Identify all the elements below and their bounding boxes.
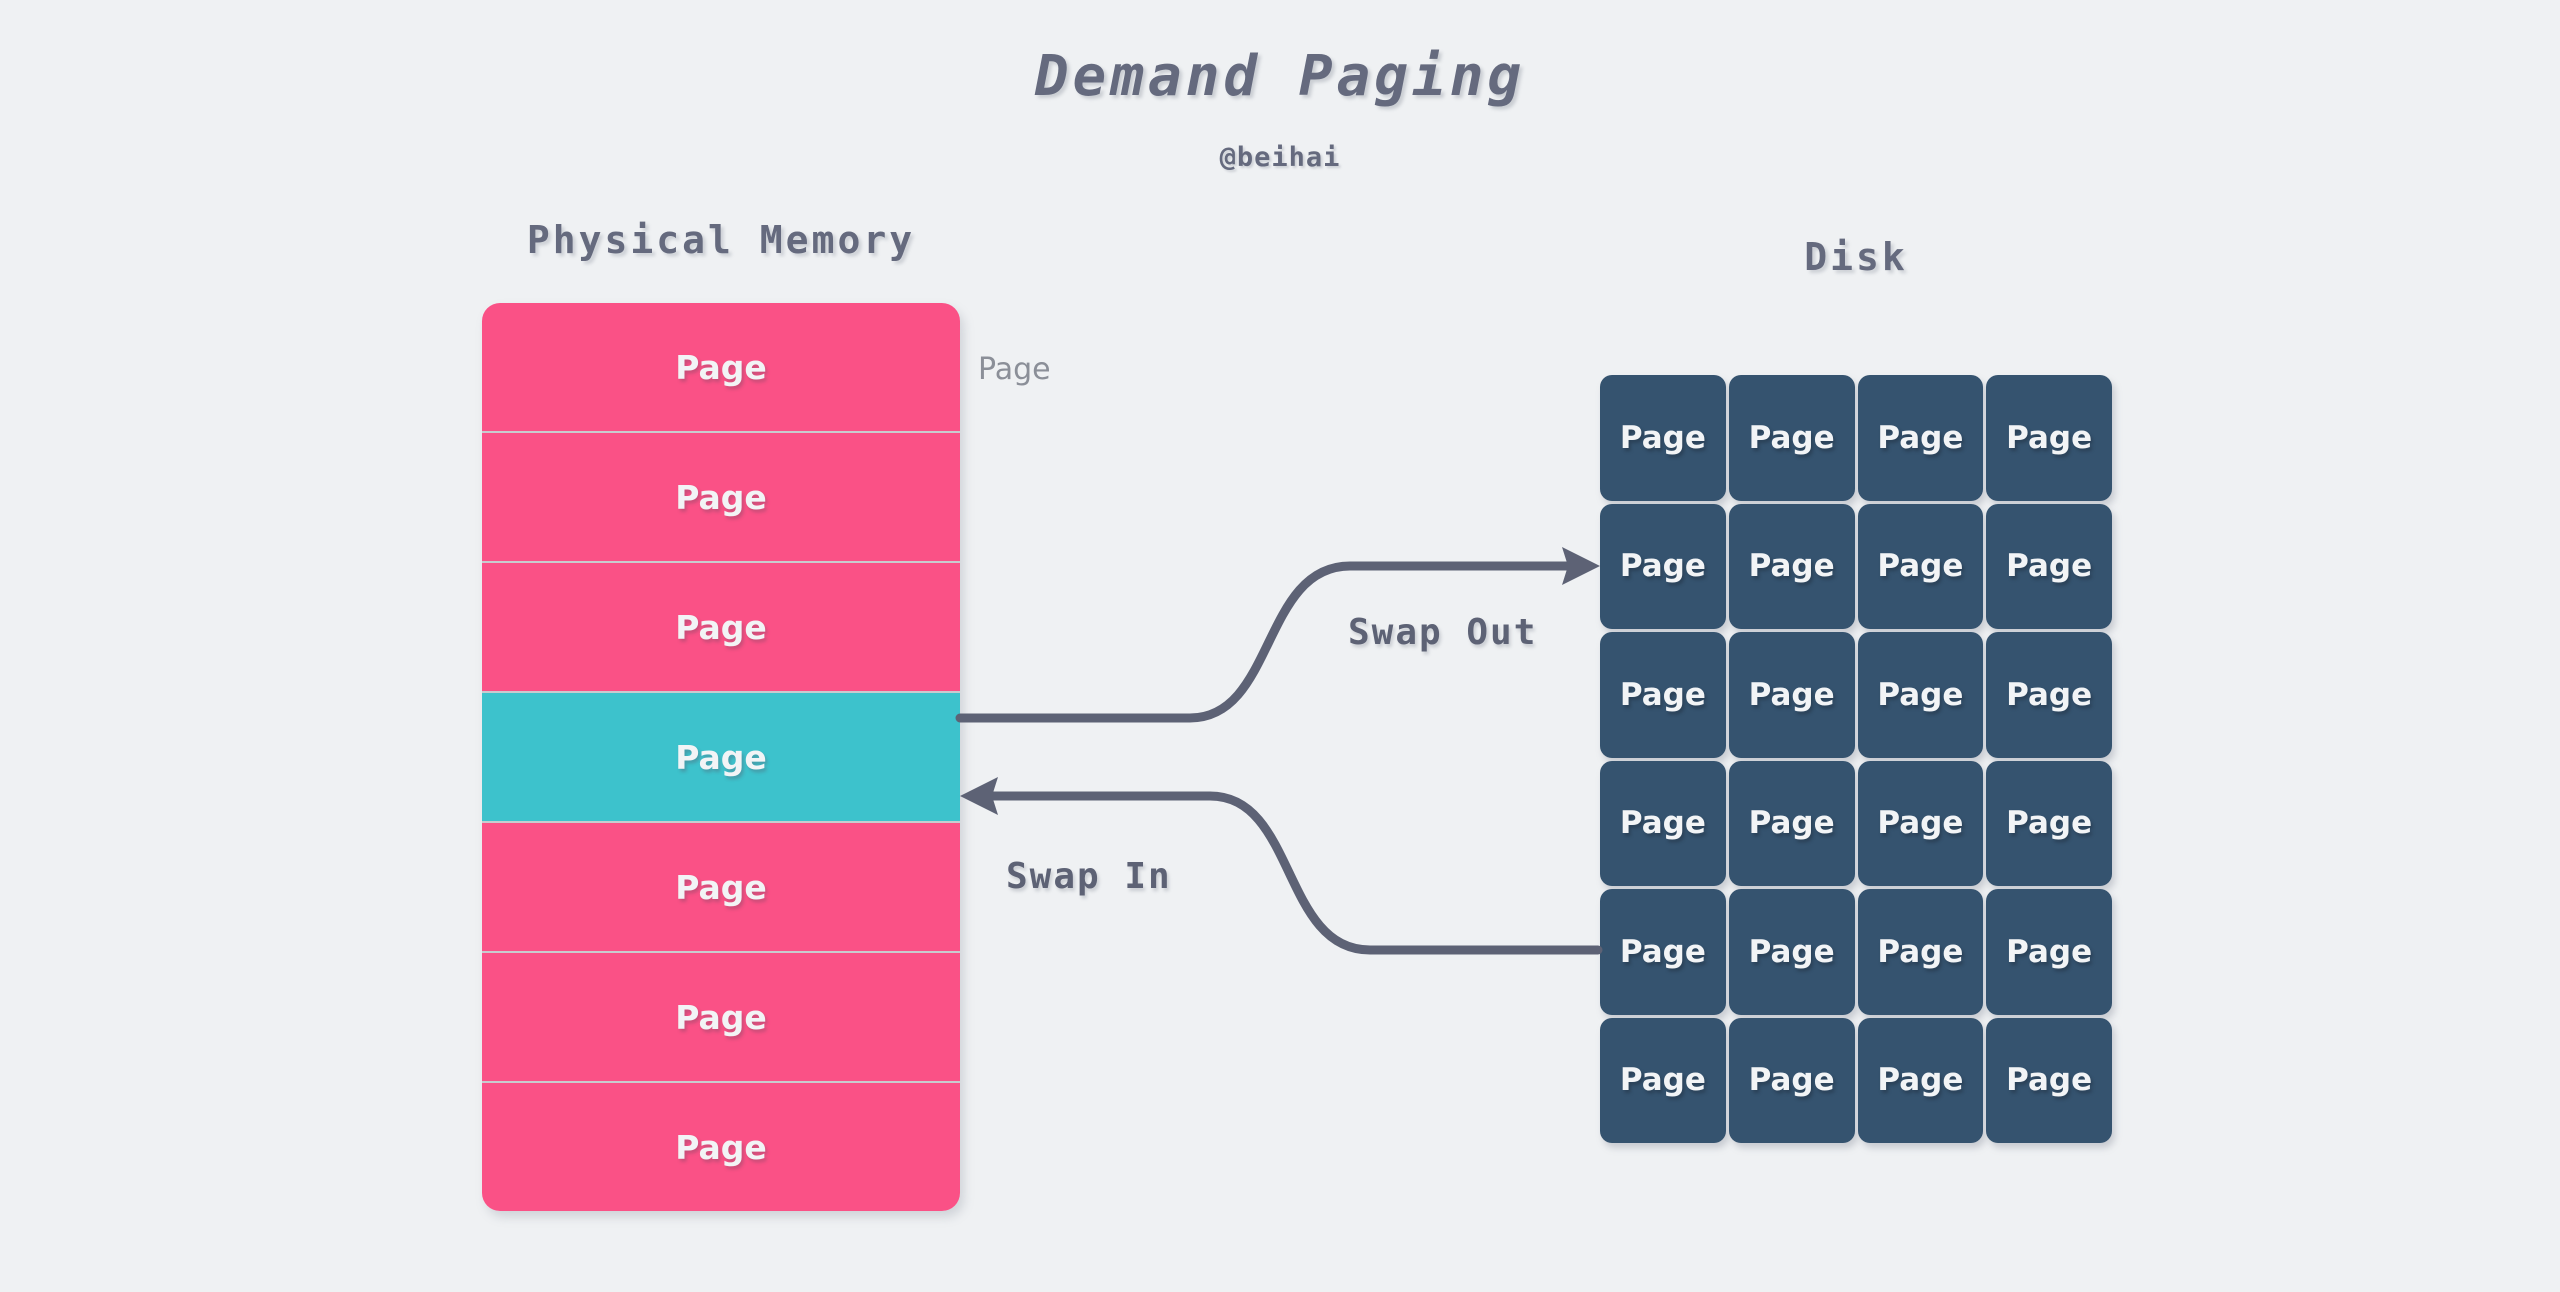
disk-cell-label: Page xyxy=(1877,548,1964,585)
disk-cell-label: Page xyxy=(1748,933,1835,970)
disk-grid: Page Page Page Page Page Page Page Page … xyxy=(1600,375,2112,1143)
swap-out-arrowhead xyxy=(1562,547,1600,585)
memory-row[interactable]: Page xyxy=(482,563,960,693)
disk-cell-label: Page xyxy=(1619,1062,1706,1099)
memory-row-label: Page xyxy=(675,477,767,517)
disk-cell[interactable]: Page xyxy=(1986,889,2112,1015)
disk-cell[interactable]: Page xyxy=(1986,760,2112,886)
disk-cell-label: Page xyxy=(2006,805,2093,842)
disk-cell-label: Page xyxy=(1748,805,1835,842)
disk-cell-label: Page xyxy=(1619,676,1706,713)
memory-row[interactable]: Page xyxy=(482,303,960,433)
physical-memory-block: Page Page Page Page Page Page Page xyxy=(482,303,960,1211)
disk-cell[interactable]: Page xyxy=(1986,375,2112,501)
memory-row[interactable]: Page xyxy=(482,1083,960,1211)
disk-cell[interactable]: Page xyxy=(1857,375,1984,501)
memory-row-label: Page xyxy=(675,347,767,387)
swap-in-arrowhead xyxy=(960,777,998,815)
disk-cell[interactable]: Page xyxy=(1728,375,1855,501)
disk-cell-label: Page xyxy=(1748,676,1835,713)
memory-row-selected[interactable]: Page xyxy=(482,693,960,823)
disk-cell[interactable]: Page xyxy=(1600,375,1726,501)
disk-cell-label: Page xyxy=(1619,933,1706,970)
disk-cell-label: Page xyxy=(1877,1062,1964,1099)
disk-cell-label: Page xyxy=(1619,548,1706,585)
memory-row-label: Page xyxy=(675,1127,767,1167)
disk-cell[interactable]: Page xyxy=(1986,632,2112,758)
disk-cell-label: Page xyxy=(1619,805,1706,842)
swap-in-label: Swap In xyxy=(1006,856,1172,897)
disk-cell[interactable]: Page xyxy=(1600,632,1726,758)
disk-cell[interactable]: Page xyxy=(1728,889,1855,1015)
disk-cell[interactable]: Page xyxy=(1600,889,1726,1015)
memory-side-label: Page xyxy=(978,352,1051,387)
memory-row[interactable]: Page xyxy=(482,953,960,1083)
disk-cell-label: Page xyxy=(1877,676,1964,713)
disk-cell[interactable]: Page xyxy=(1857,1017,1984,1143)
disk-heading: Disk xyxy=(1804,235,1908,279)
disk-cell[interactable]: Page xyxy=(1986,1017,2112,1143)
disk-cell-label: Page xyxy=(1748,548,1835,585)
memory-row-label: Page xyxy=(675,867,767,907)
disk-cell[interactable]: Page xyxy=(1857,503,1984,629)
disk-cell-label: Page xyxy=(1748,419,1835,456)
disk-cell[interactable]: Page xyxy=(1600,503,1726,629)
disk-cell-label: Page xyxy=(2006,676,2093,713)
memory-row-label: Page xyxy=(675,607,767,647)
swap-out-label: Swap Out xyxy=(1348,612,1538,653)
disk-cell[interactable]: Page xyxy=(1728,760,1855,886)
disk-cell-label: Page xyxy=(1877,419,1964,456)
disk-cell[interactable]: Page xyxy=(1986,503,2112,629)
memory-row-label: Page xyxy=(675,997,767,1037)
page-subtitle: @beihai xyxy=(1219,142,1341,173)
physical-memory-heading: Physical Memory xyxy=(526,218,916,262)
memory-row[interactable]: Page xyxy=(482,433,960,563)
disk-cell[interactable]: Page xyxy=(1600,760,1726,886)
disk-cell-label: Page xyxy=(1619,419,1706,456)
memory-row[interactable]: Page xyxy=(482,823,960,953)
disk-cell-label: Page xyxy=(1748,1062,1835,1099)
disk-cell-label: Page xyxy=(2006,548,2093,585)
disk-cell[interactable]: Page xyxy=(1600,1017,1726,1143)
disk-cell-label: Page xyxy=(1877,805,1964,842)
disk-cell[interactable]: Page xyxy=(1728,503,1855,629)
disk-cell-label: Page xyxy=(2006,1062,2093,1099)
disk-cell[interactable]: Page xyxy=(1728,1017,1855,1143)
disk-cell[interactable]: Page xyxy=(1857,760,1984,886)
disk-cell-label: Page xyxy=(2006,419,2093,456)
disk-cell[interactable]: Page xyxy=(1728,632,1855,758)
disk-cell-label: Page xyxy=(1877,933,1964,970)
memory-row-label: Page xyxy=(675,737,767,777)
page-title: Demand Paging xyxy=(1034,44,1526,109)
disk-cell[interactable]: Page xyxy=(1857,889,1984,1015)
disk-cell[interactable]: Page xyxy=(1857,632,1984,758)
disk-cell-label: Page xyxy=(2006,933,2093,970)
